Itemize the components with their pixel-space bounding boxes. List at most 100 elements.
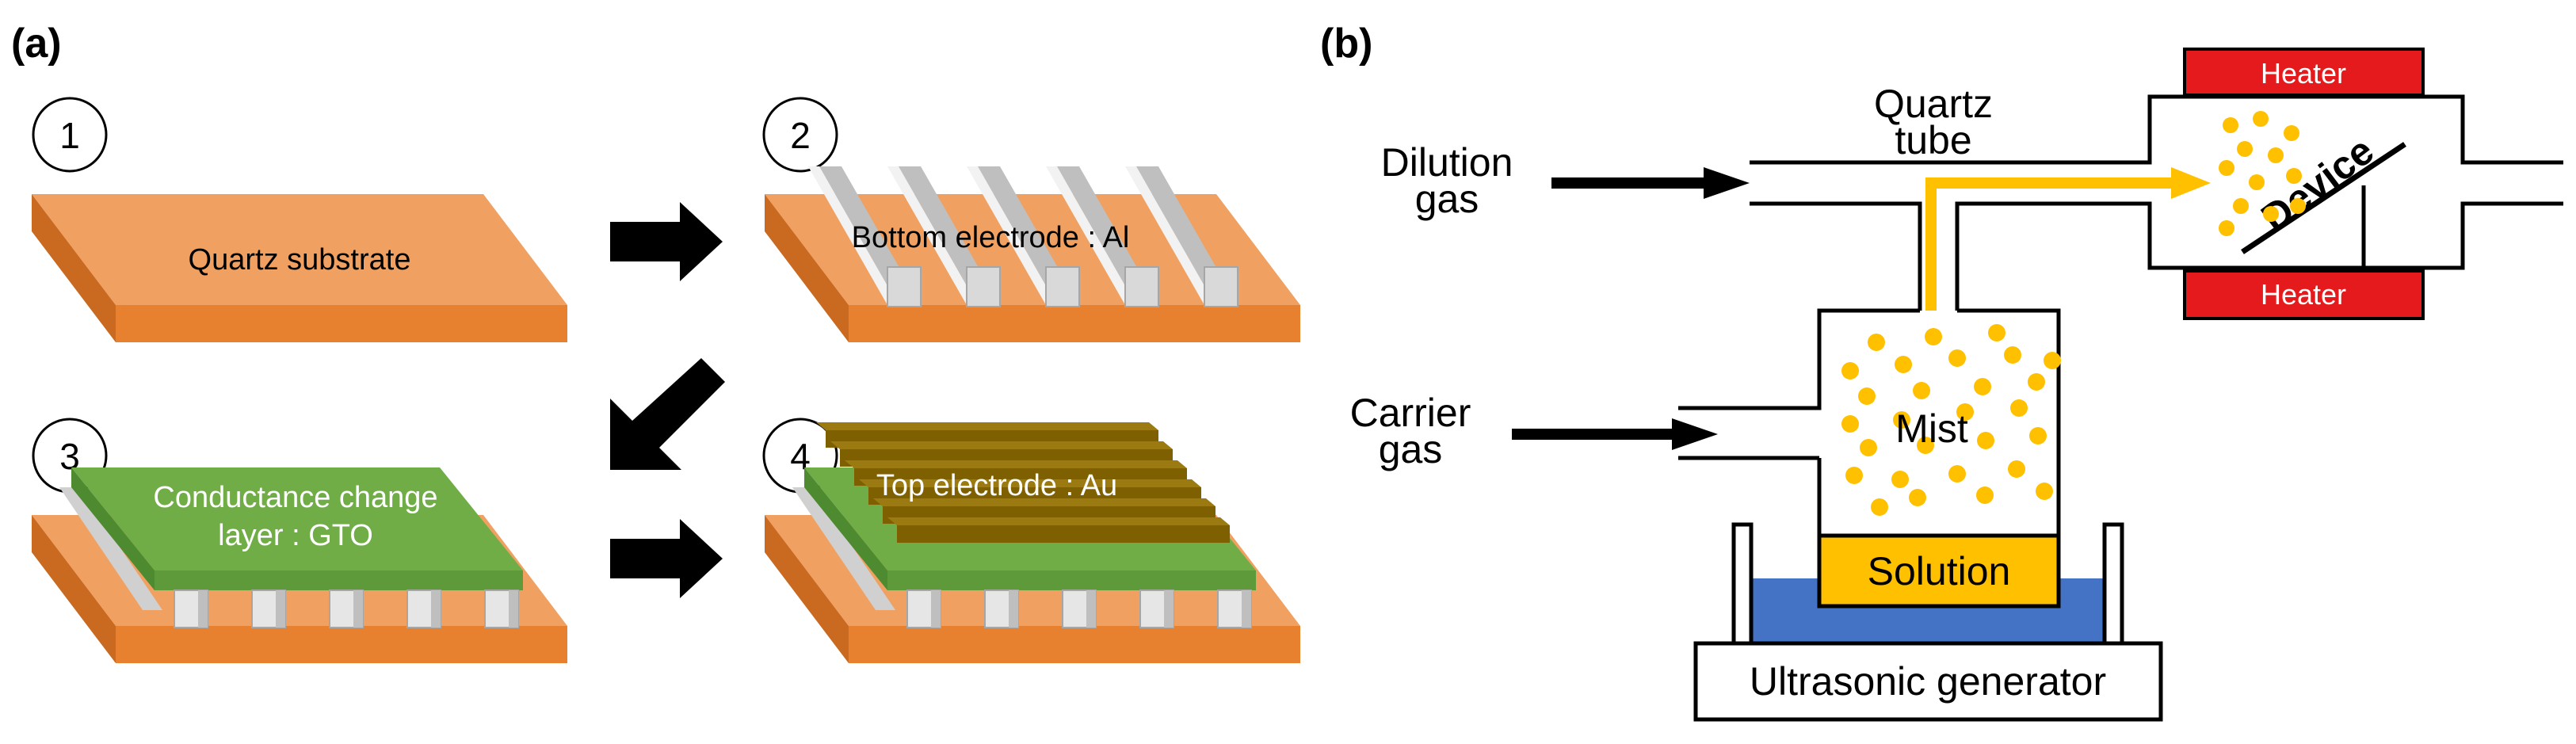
heater-top-label: Heater xyxy=(2261,57,2346,90)
al-electrode-front xyxy=(887,266,922,307)
al-electrode-top xyxy=(887,166,978,305)
al-electrode-shade xyxy=(1242,590,1251,628)
mist-droplet xyxy=(2268,147,2284,163)
al-electrode-shade xyxy=(509,590,518,628)
step-2-circle xyxy=(762,97,838,173)
mist-droplet xyxy=(1860,439,1877,456)
mist-droplet xyxy=(1895,356,1912,373)
mist-droplet xyxy=(1871,498,1888,516)
mist-droplet xyxy=(2028,373,2045,391)
mist-droplet xyxy=(2286,168,2302,184)
solution xyxy=(1817,533,2061,609)
mist-droplet xyxy=(1976,486,1994,504)
au-electrode-front xyxy=(897,525,1230,543)
al-electrode-top xyxy=(967,166,1057,305)
al-electrode-shade xyxy=(276,590,285,628)
mist-droplet xyxy=(1977,432,1994,449)
step-3: 3 Conductance change layer : GTO xyxy=(32,418,567,663)
mist-droplets xyxy=(1841,324,2061,516)
al-electrode-shade xyxy=(1009,590,1018,628)
mist-droplet xyxy=(2036,483,2053,500)
mist-droplet xyxy=(2219,160,2234,176)
carrier-gas-label-line2: gas xyxy=(1379,427,1443,471)
mist-droplet xyxy=(2290,198,2306,214)
au-electrode-top xyxy=(816,422,1158,430)
heater-bottom xyxy=(2183,269,2425,320)
al-electrode-shade xyxy=(198,590,208,628)
heater-top xyxy=(2183,48,2425,97)
mist-droplet xyxy=(1948,465,1966,483)
quartz-tube-label-line2: tube xyxy=(1895,118,1971,162)
arrow-step3-to-step4 xyxy=(610,519,723,598)
mist-droplet xyxy=(1909,489,1926,506)
ultrasonic-generator xyxy=(1693,641,2163,722)
carrier-gas-arrowhead xyxy=(1672,418,1718,450)
mist-droplet xyxy=(2219,220,2234,236)
mist-droplet xyxy=(1917,437,1934,454)
al-electrode-front xyxy=(1124,266,1159,307)
mist-droplet xyxy=(2004,346,2021,364)
mist-droplet xyxy=(1891,471,1909,488)
gto-layer-top xyxy=(71,467,523,570)
mist-droplet xyxy=(2008,460,2025,478)
au-electrode-top xyxy=(859,479,1201,487)
mist-droplets-near-device xyxy=(2219,111,2306,236)
al-electrode-shade xyxy=(431,590,441,628)
al-electrode-shade xyxy=(353,590,363,628)
bottom-electrode-label: Bottom electrode : Al xyxy=(852,221,1130,254)
quartz-tube xyxy=(1750,94,2563,311)
mist-droplet xyxy=(1841,362,1859,380)
dilution-gas-arrowhead xyxy=(1704,167,1750,199)
al-electrode-front xyxy=(1204,266,1238,307)
bath-wall-left xyxy=(1731,522,1754,646)
mist-droplet xyxy=(2253,111,2269,127)
mist-droplet xyxy=(1948,349,1966,367)
quartz-substrate-side xyxy=(116,305,567,342)
al-electrode-shade xyxy=(1086,590,1096,628)
arrow-step2-to-step3 xyxy=(610,358,725,470)
quartz-substrate-label: Quartz substrate xyxy=(189,243,411,277)
panel-b-label: (b) xyxy=(1320,21,1372,67)
mist-droplet xyxy=(1841,415,1859,433)
al-electrode-strip xyxy=(59,487,162,610)
mist-droplet xyxy=(2284,125,2299,141)
mist-droplet xyxy=(1988,324,2005,341)
mist-droplet xyxy=(2029,427,2047,444)
gto-label-line1: Conductance change xyxy=(153,481,437,514)
mist-droplet xyxy=(1974,378,1991,395)
dilution-gas-label-line1: Dilution xyxy=(1381,140,1513,185)
step-1: 1 Quartz substrate xyxy=(32,97,567,342)
mist-droplet xyxy=(2263,206,2279,222)
quartz-substrate-top xyxy=(32,194,567,305)
heater-bottom-label: Heater xyxy=(2261,278,2346,311)
mist-droplet xyxy=(1913,382,1930,399)
mist-droplet xyxy=(2233,198,2249,214)
carrier-gas-label-line1: Carrier xyxy=(1350,391,1471,435)
step-2: 2 Bottom electrode : Al xyxy=(762,97,1300,342)
panel-a-label: (a) xyxy=(11,21,62,67)
mist-droplet xyxy=(2237,141,2253,157)
al-electrode-top xyxy=(1125,166,1215,305)
top-electrode-label: Top electrode : Au xyxy=(876,469,1117,502)
al-electrode-top xyxy=(808,166,899,305)
al-electrode-front xyxy=(966,266,1001,307)
ultrasonic-generator-label: Ultrasonic generator xyxy=(1750,659,2106,704)
step-4: 4 Top electrode : Au xyxy=(762,418,1300,663)
mist-droplet xyxy=(2044,352,2061,369)
mist-droplet xyxy=(1868,334,1885,351)
top-electrodes xyxy=(816,422,1230,543)
mist-droplet xyxy=(2249,174,2265,190)
step-2-number: 2 xyxy=(790,115,811,156)
arrow-step1-to-step2 xyxy=(610,202,723,281)
step-1-circle xyxy=(32,97,108,173)
quartz-tube-label-line1: Quartz xyxy=(1874,82,1993,126)
al-electrode-shade xyxy=(1164,590,1174,628)
bath-wall-right xyxy=(2102,522,2124,646)
mist-flow-path xyxy=(1925,177,2171,311)
mist-droplet xyxy=(1925,328,1942,345)
mist-droplet xyxy=(2223,117,2238,133)
gto-layer-side xyxy=(155,570,523,590)
mist-droplet xyxy=(1956,403,1974,421)
